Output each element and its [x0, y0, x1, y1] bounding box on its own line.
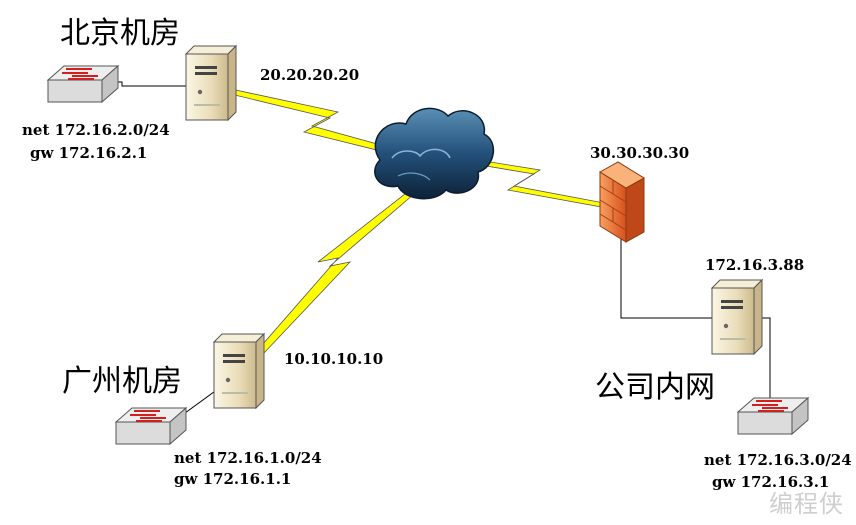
- guangzhou-public-ip: 10.10.10.10: [284, 350, 384, 368]
- office-site-title: 公司内网: [595, 370, 715, 405]
- office-server-icon: [711, 279, 763, 355]
- firewall-public-ip: 30.30.30.30: [590, 144, 690, 162]
- beijing-server-icon: [185, 45, 237, 121]
- office-net-label: net 172.16.3.0/24: [704, 451, 852, 469]
- watermark: 编程侠: [769, 490, 844, 518]
- guangzhou-wan-lightning: [241, 189, 415, 373]
- beijing-site-title: 北京机房: [60, 16, 180, 51]
- guangzhou-net-label: net 172.16.1.0/24: [174, 449, 322, 467]
- office-server-ip: 172.16.3.88: [705, 256, 805, 274]
- beijing-public-ip: 20.20.20.20: [260, 66, 360, 84]
- firewall-icon: [599, 161, 645, 243]
- office-firewall-server-link: [620, 206, 722, 319]
- beijing-switch-icon: [47, 65, 119, 103]
- beijing-net-label: net 172.16.2.0/24: [22, 121, 170, 139]
- guangzhou-server-icon: [213, 333, 265, 409]
- beijing-gw-label: gw 172.16.2.1: [30, 144, 148, 162]
- office-switch-icon: [737, 397, 809, 435]
- guangzhou-site-title: 广州机房: [62, 364, 182, 399]
- guangzhou-gw-label: gw 172.16.1.1: [174, 470, 292, 488]
- internet-cloud-icon: [374, 107, 495, 200]
- office-gw-label: gw 172.16.3.1: [712, 473, 830, 491]
- guangzhou-switch-icon: [115, 407, 187, 445]
